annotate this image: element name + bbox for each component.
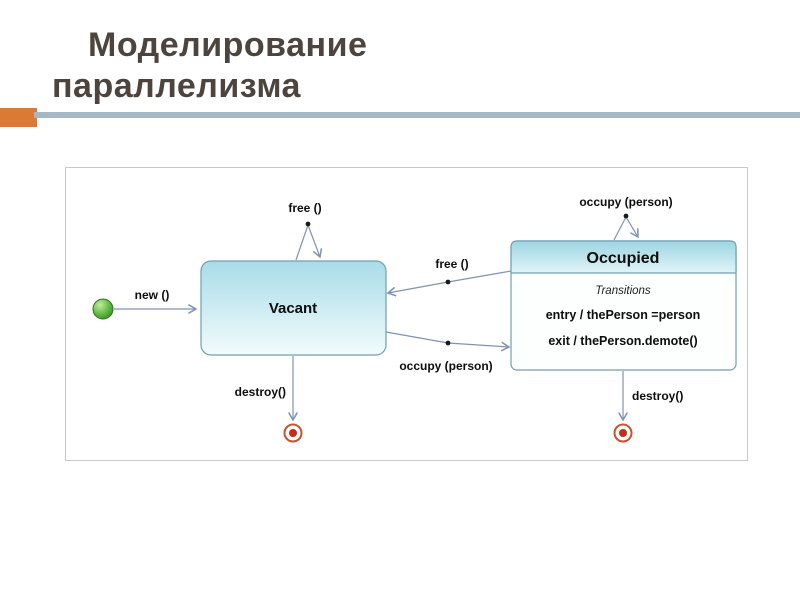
occupied-state-header <box>510 240 737 274</box>
vacant-state-label: Vacant <box>269 300 317 317</box>
new-transition-label: new () <box>135 288 170 302</box>
initial-state-icon <box>92 298 114 320</box>
slide-title-line-1: Моделирование <box>88 26 368 64</box>
occupy-transition-label: occupy (person) <box>399 359 492 373</box>
occupy-self-transition-dot <box>623 213 629 219</box>
free-self-transition-dot <box>305 221 311 227</box>
free-self-transition-arrow <box>307 224 323 259</box>
final-state-vacant-dot <box>289 429 297 437</box>
destroy-occupied-label: destroy() <box>632 389 683 403</box>
occupied-state-label: Occupied <box>587 250 660 267</box>
free-self-transition-line <box>295 224 309 261</box>
divider-line <box>34 112 800 118</box>
occupy-transition-dot <box>445 340 451 346</box>
final-state-occupied-dot <box>619 429 627 437</box>
slide-title: Моделирование параллелизма <box>0 25 367 107</box>
exit-action-label: exit / thePerson.demote() <box>548 334 697 348</box>
slide-title-line-2: параллелизма <box>52 67 301 105</box>
vacant-state <box>200 260 387 356</box>
transitions-section-label: Transitions <box>595 285 651 297</box>
occupy-self-transition-arrow <box>625 216 639 239</box>
occupy-self-transition-label: occupy (person) <box>579 195 672 209</box>
state-diagram: new () Vacant free () Occupied Transitio… <box>92 195 737 443</box>
free-transition-label: free () <box>435 257 468 271</box>
entry-action-label: entry / thePerson =person <box>546 308 701 322</box>
destroy-vacant-label: destroy() <box>235 385 286 399</box>
free-self-transition-label: free () <box>288 201 321 215</box>
free-transition-dot <box>445 279 451 285</box>
accent-bar <box>0 108 37 127</box>
state-diagram-panel: new () Vacant free () Occupied Transitio… <box>65 167 748 461</box>
occupy-self-transition-line <box>613 216 627 241</box>
